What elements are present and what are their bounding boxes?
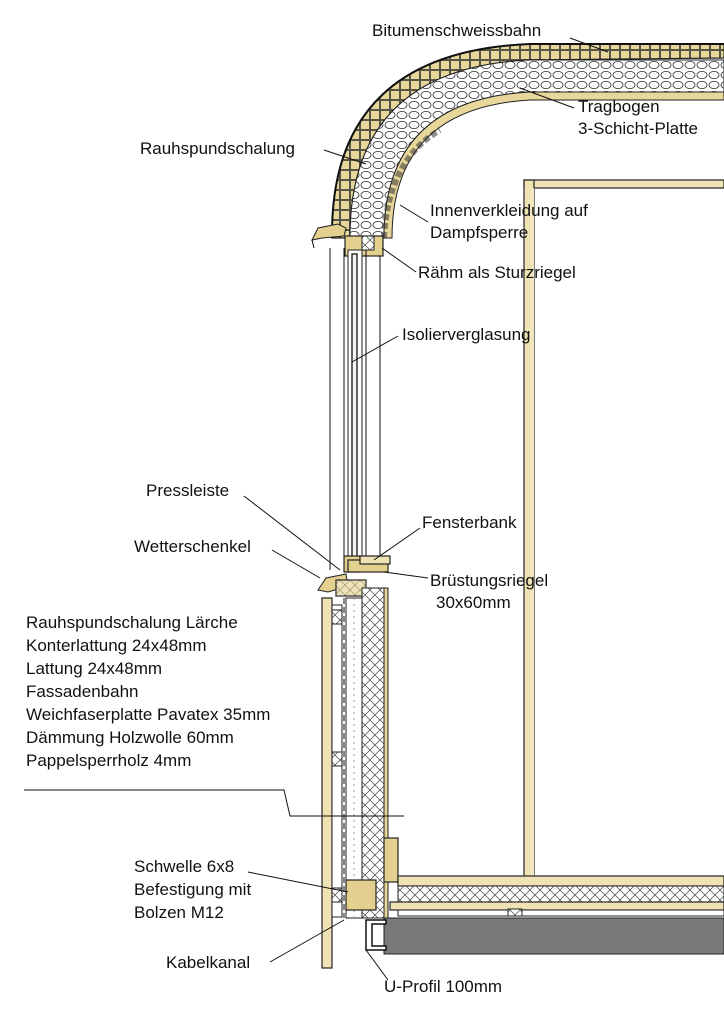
label-schwelle: Befestigung mit xyxy=(134,880,251,899)
arch-inner-lining xyxy=(383,91,724,239)
label-rauhspund: Rauhspundschalung xyxy=(140,139,295,158)
label-uprofil: U-Profil 100mm xyxy=(384,977,502,996)
sill-plate xyxy=(345,879,377,911)
eave-drip xyxy=(311,223,347,249)
label-fensterbank: Fensterbank xyxy=(422,513,517,532)
label-schwelle: Schwelle 6x8 xyxy=(134,857,234,876)
label-bitumen: Bitumenschweissbahn xyxy=(372,21,541,40)
u-profile xyxy=(365,919,387,951)
label-wall-layer: Fassadenbahn xyxy=(26,682,138,701)
label-wetterschenkel: Wetterschenkel xyxy=(134,537,251,556)
roof-arch xyxy=(330,43,724,239)
label-innen-2: Dampfsperre xyxy=(430,223,528,242)
label-bruestung-2: 30x60mm xyxy=(436,593,511,612)
label-wall-layer: Rauhspundschalung Lärche xyxy=(26,613,238,632)
bitumen-membrane xyxy=(330,43,724,239)
lower-wall xyxy=(321,587,389,969)
insulated-glazing xyxy=(351,253,358,561)
leader-lines xyxy=(24,37,609,981)
base-slab xyxy=(383,917,724,955)
label-wall-layer: Konterlattung 24x48mm xyxy=(26,636,207,655)
label-tragbogen-1: Tragbogen xyxy=(578,97,660,116)
labels: Bitumenschweissbahn Tragbogen 3-Schicht-… xyxy=(26,21,698,996)
floor-insulation xyxy=(397,885,724,903)
label-wall-layer: Lattung 24x48mm xyxy=(26,659,162,678)
label-schwelle: Bolzen M12 xyxy=(134,903,224,922)
floor-build-up xyxy=(365,875,724,955)
cladding xyxy=(321,597,333,969)
label-bruestung-1: Brüstungsriegel xyxy=(430,571,548,590)
label-wall-layer: Pappelsperrholz 4mm xyxy=(26,751,191,770)
label-wall-layer: Weichfaserplatte Pavatex 35mm xyxy=(26,705,270,724)
label-innen-1: Innenverkleidung auf xyxy=(430,201,588,220)
label-isolier: Isolierverglasung xyxy=(402,325,531,344)
label-kabelkanal: Kabelkanal xyxy=(166,953,250,972)
label-raehm: Rähm als Sturzriegel xyxy=(418,263,576,282)
woodwool-insulation xyxy=(361,587,385,919)
label-pressleiste: Pressleiste xyxy=(146,481,229,500)
window-frame xyxy=(329,248,381,573)
label-wall-layer: Dämmung Holzwolle 60mm xyxy=(26,728,234,747)
label-tragbogen-2: 3-Schicht-Platte xyxy=(578,119,698,138)
